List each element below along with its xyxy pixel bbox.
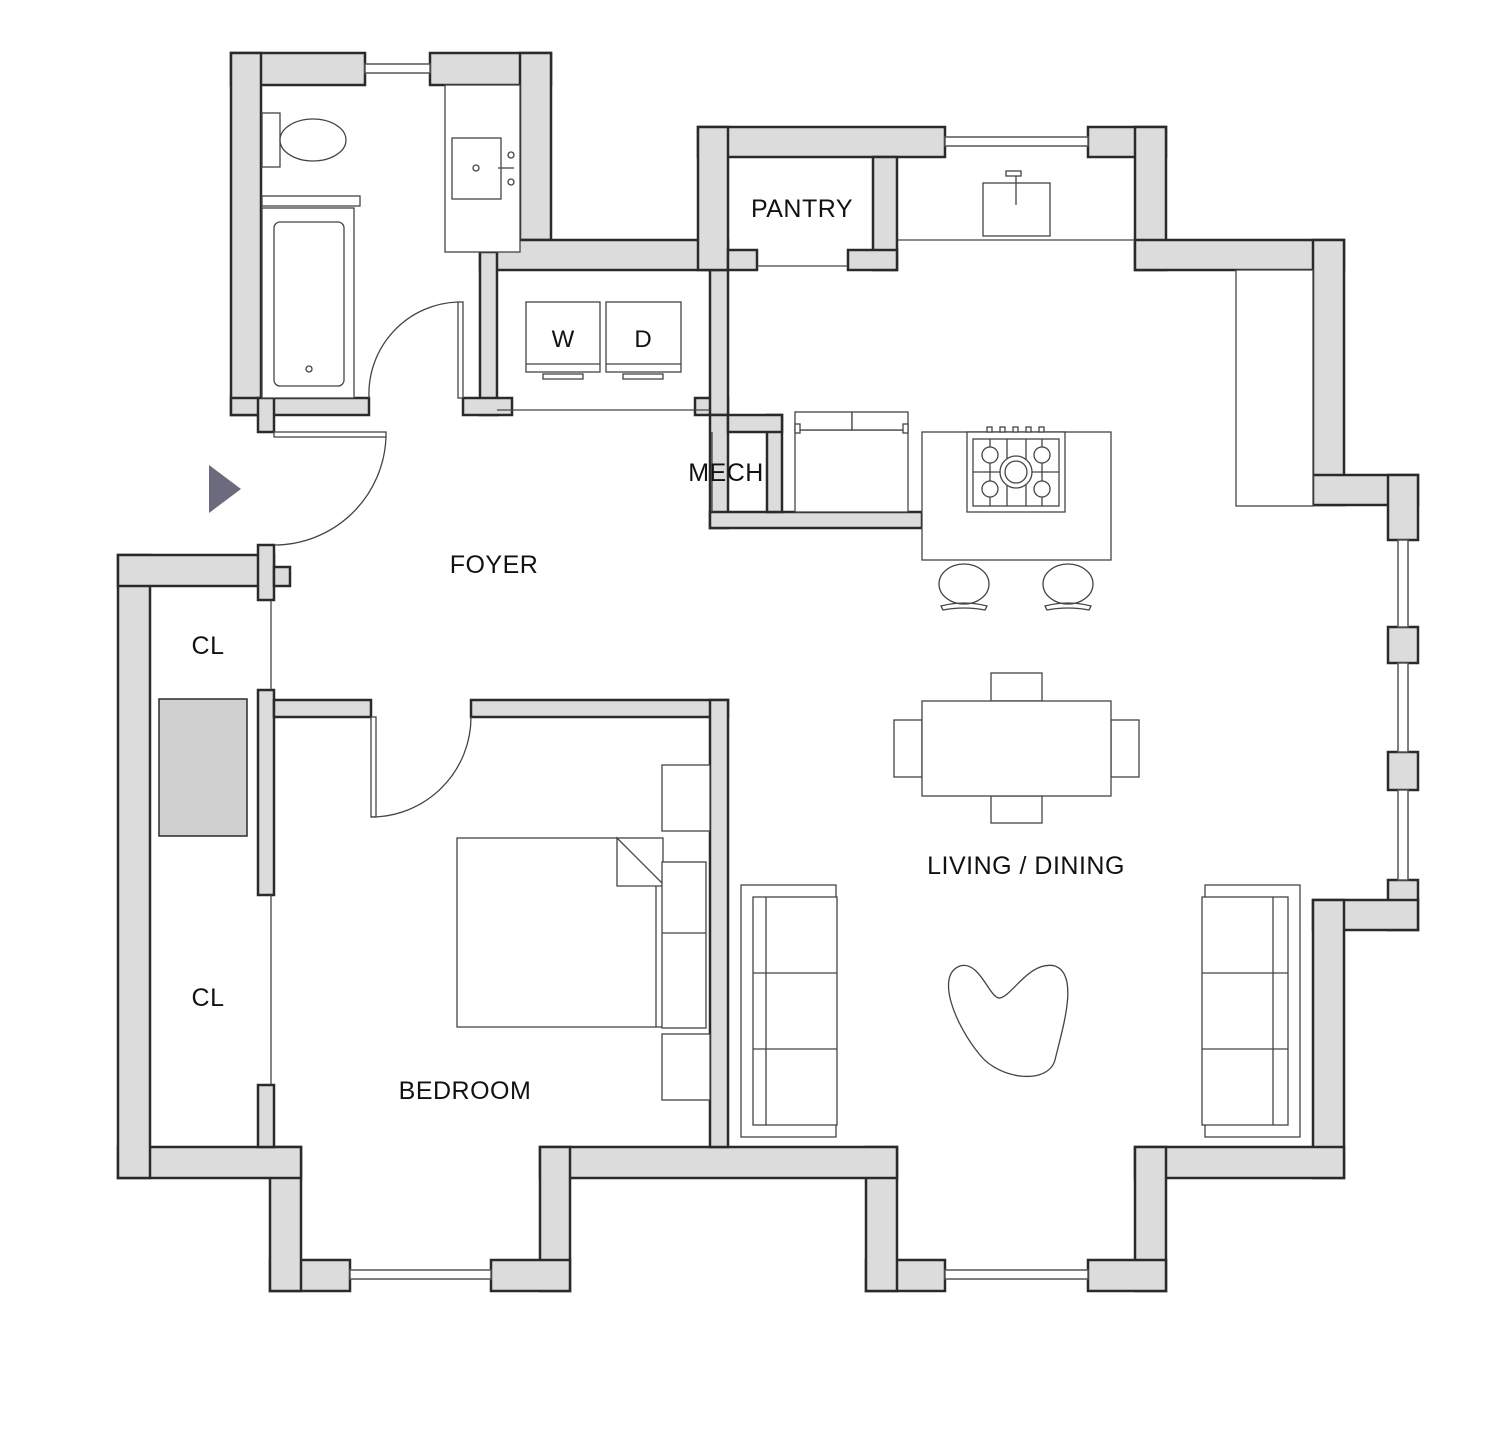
bath-door-swing: [368, 301, 459, 399]
windows: [349, 63, 1409, 1280]
entry-door-swing: [273, 436, 387, 546]
chair-icon: [893, 719, 923, 778]
nightstand-icon: [661, 764, 711, 832]
label-dryer: D: [634, 326, 651, 353]
toilet-bowl-icon: [279, 118, 347, 162]
stool-icon: [1042, 563, 1094, 605]
living: [740, 884, 1301, 1138]
kitchen-sink-icon: [982, 182, 1051, 237]
bedroom-door-swing: [370, 716, 472, 818]
chair-icon: [990, 672, 1043, 702]
kitchen: [794, 170, 1314, 611]
toilet-tank: [261, 112, 281, 168]
washer-icon: [525, 301, 601, 373]
bedroom-door-leaf: [370, 716, 377, 818]
chair-icon: [990, 795, 1043, 824]
label-mech: MECH: [688, 459, 764, 487]
closet-panel: [158, 698, 248, 837]
label-foyer: FOYER: [450, 551, 539, 579]
nightstand-icon: [661, 1033, 711, 1101]
window-kitchen: [944, 136, 1089, 147]
label-washer: W: [552, 326, 575, 353]
label-closet-top: CL: [192, 632, 225, 660]
window-living-bottom: [944, 1269, 1089, 1280]
window-right-3: [1397, 789, 1409, 881]
dresser-icon: [661, 861, 707, 1029]
entry-door-leaf: [273, 431, 387, 438]
counter-right: [1235, 269, 1314, 507]
sink-icon: [451, 137, 502, 200]
label-bedroom: BEDROOM: [399, 1077, 532, 1105]
dryer-icon: [605, 301, 682, 373]
window-right-1: [1397, 539, 1409, 628]
entry-arrow-icon: [209, 465, 241, 513]
bath-door-leaf: [457, 301, 464, 399]
bathroom-fixtures: [261, 84, 521, 399]
window-bedroom-bottom: [349, 1269, 492, 1280]
window-bath: [364, 63, 431, 74]
coffee-table-icon: [948, 964, 1069, 1078]
doors: [270, 265, 848, 1085]
label-closet-bottom: CL: [192, 984, 225, 1012]
dining: [893, 672, 1140, 824]
walls: [116, 51, 1420, 1293]
dining-table: [921, 700, 1112, 797]
chair-icon: [1110, 719, 1140, 778]
label-living-dining: LIVING / DINING: [927, 852, 1125, 880]
refrigerator-icon: [794, 429, 909, 513]
laundry: [525, 301, 682, 380]
window-right-2: [1397, 662, 1409, 753]
bedroom: [158, 698, 711, 1101]
stool-icon: [938, 563, 990, 605]
label-pantry: PANTRY: [751, 195, 853, 223]
